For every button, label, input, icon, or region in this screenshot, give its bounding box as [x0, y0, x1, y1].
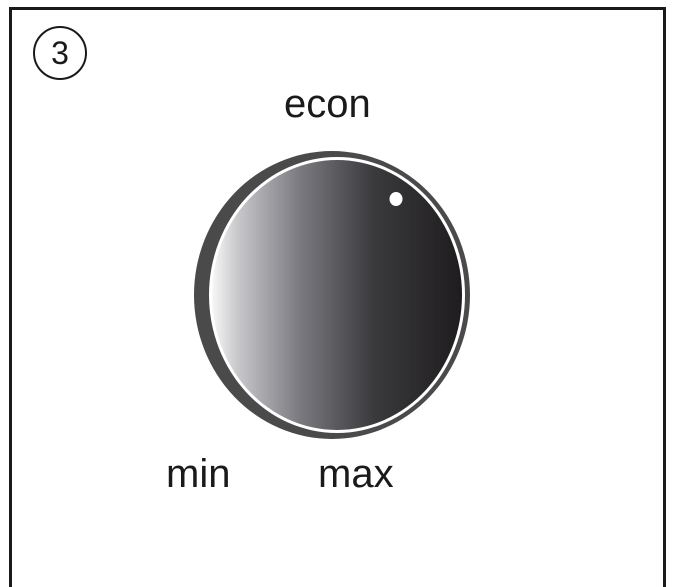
control-knob[interactable]: [0, 0, 684, 574]
knob-face[interactable]: [212, 160, 462, 430]
dot-icon: [390, 192, 403, 206]
